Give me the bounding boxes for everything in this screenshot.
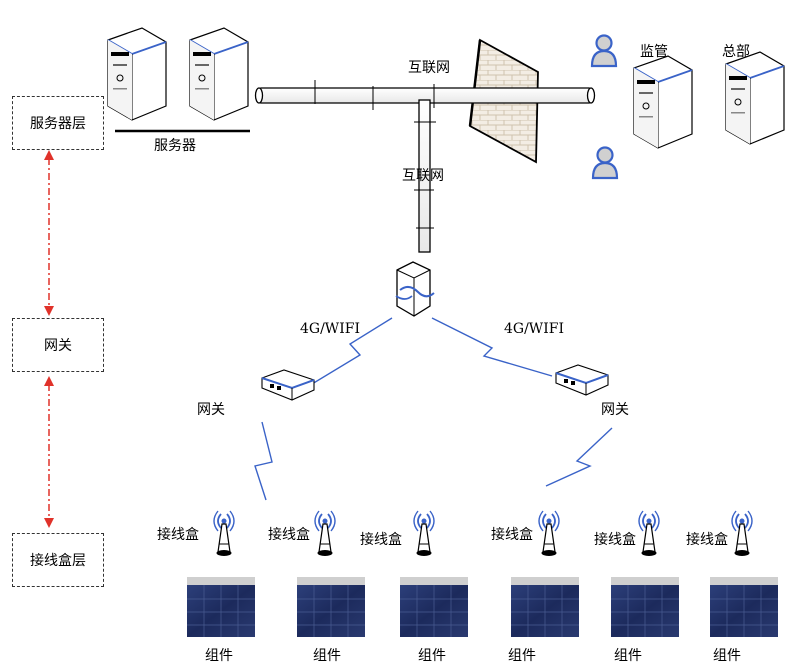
layer-box-gateway: 网关 [12,318,104,372]
junction-box-label: 接线盒 [157,527,199,543]
module-label: 组件 [614,648,642,664]
layer-label: 服务器层 [30,116,86,132]
base-station-icon [395,261,435,317]
junction-box-label: 接线盒 [360,532,402,548]
monitor-label: 监管 [640,44,668,60]
module-label: 组件 [508,648,536,664]
junction-box-icon [731,510,753,557]
junction-box-label: 接线盒 [686,532,728,548]
solar-panel-icon [399,576,469,638]
solar-panel-icon [610,576,680,638]
junction-box-icon [213,510,235,557]
module-label: 组件 [205,648,233,664]
solar-panel-icon [186,576,256,638]
server-icon [189,27,249,121]
junction-box-icon [538,510,560,557]
gateway-label-right: 网关 [601,402,629,418]
hq-server-icon [725,51,785,145]
internet-backbone [254,80,596,110]
user-icon [590,34,618,68]
internet-drop [414,99,436,253]
junction-box-icon [638,510,660,557]
layer-label: 网关 [44,338,72,354]
module-label: 组件 [313,648,341,664]
wireless-link-junction-left [254,421,273,501]
monitor-server-icon [633,55,693,149]
layer-box-junction: 接线盒层 [12,533,104,587]
junction-box-label: 接线盒 [594,532,636,548]
servers-label: 服务器 [154,138,196,154]
layer-label: 接线盒层 [30,553,86,569]
gateway-router-icon [555,364,609,396]
module-label: 组件 [713,648,741,664]
solar-panel-icon [709,576,779,638]
layer-box-server: 服务器层 [12,96,104,150]
server-icon [107,27,167,121]
internet-label: 互联网 [408,60,450,76]
junction-box-label: 接线盒 [268,527,310,543]
wireless-link-junction-right [545,427,613,487]
wireless-label-right: 4G/WIFI [504,321,564,337]
gateway-label-left: 网关 [197,402,225,418]
hq-label: 总部 [722,44,750,60]
junction-box-label: 接线盒 [491,527,533,543]
solar-panel-icon [510,576,580,638]
layer-arrow-bottom [44,376,54,528]
layer-arrow-top [44,150,54,316]
user-icon [591,146,619,180]
junction-box-icon [314,510,336,557]
wireless-link-right [431,317,553,377]
junction-box-icon [413,510,435,557]
gateway-router-icon [261,369,315,401]
wireless-link-left [311,317,393,385]
internet-label-vertical: 互联网 [402,168,444,184]
solar-panel-icon [296,576,366,638]
wireless-label-left: 4G/WIFI [300,321,360,337]
module-label: 组件 [418,648,446,664]
